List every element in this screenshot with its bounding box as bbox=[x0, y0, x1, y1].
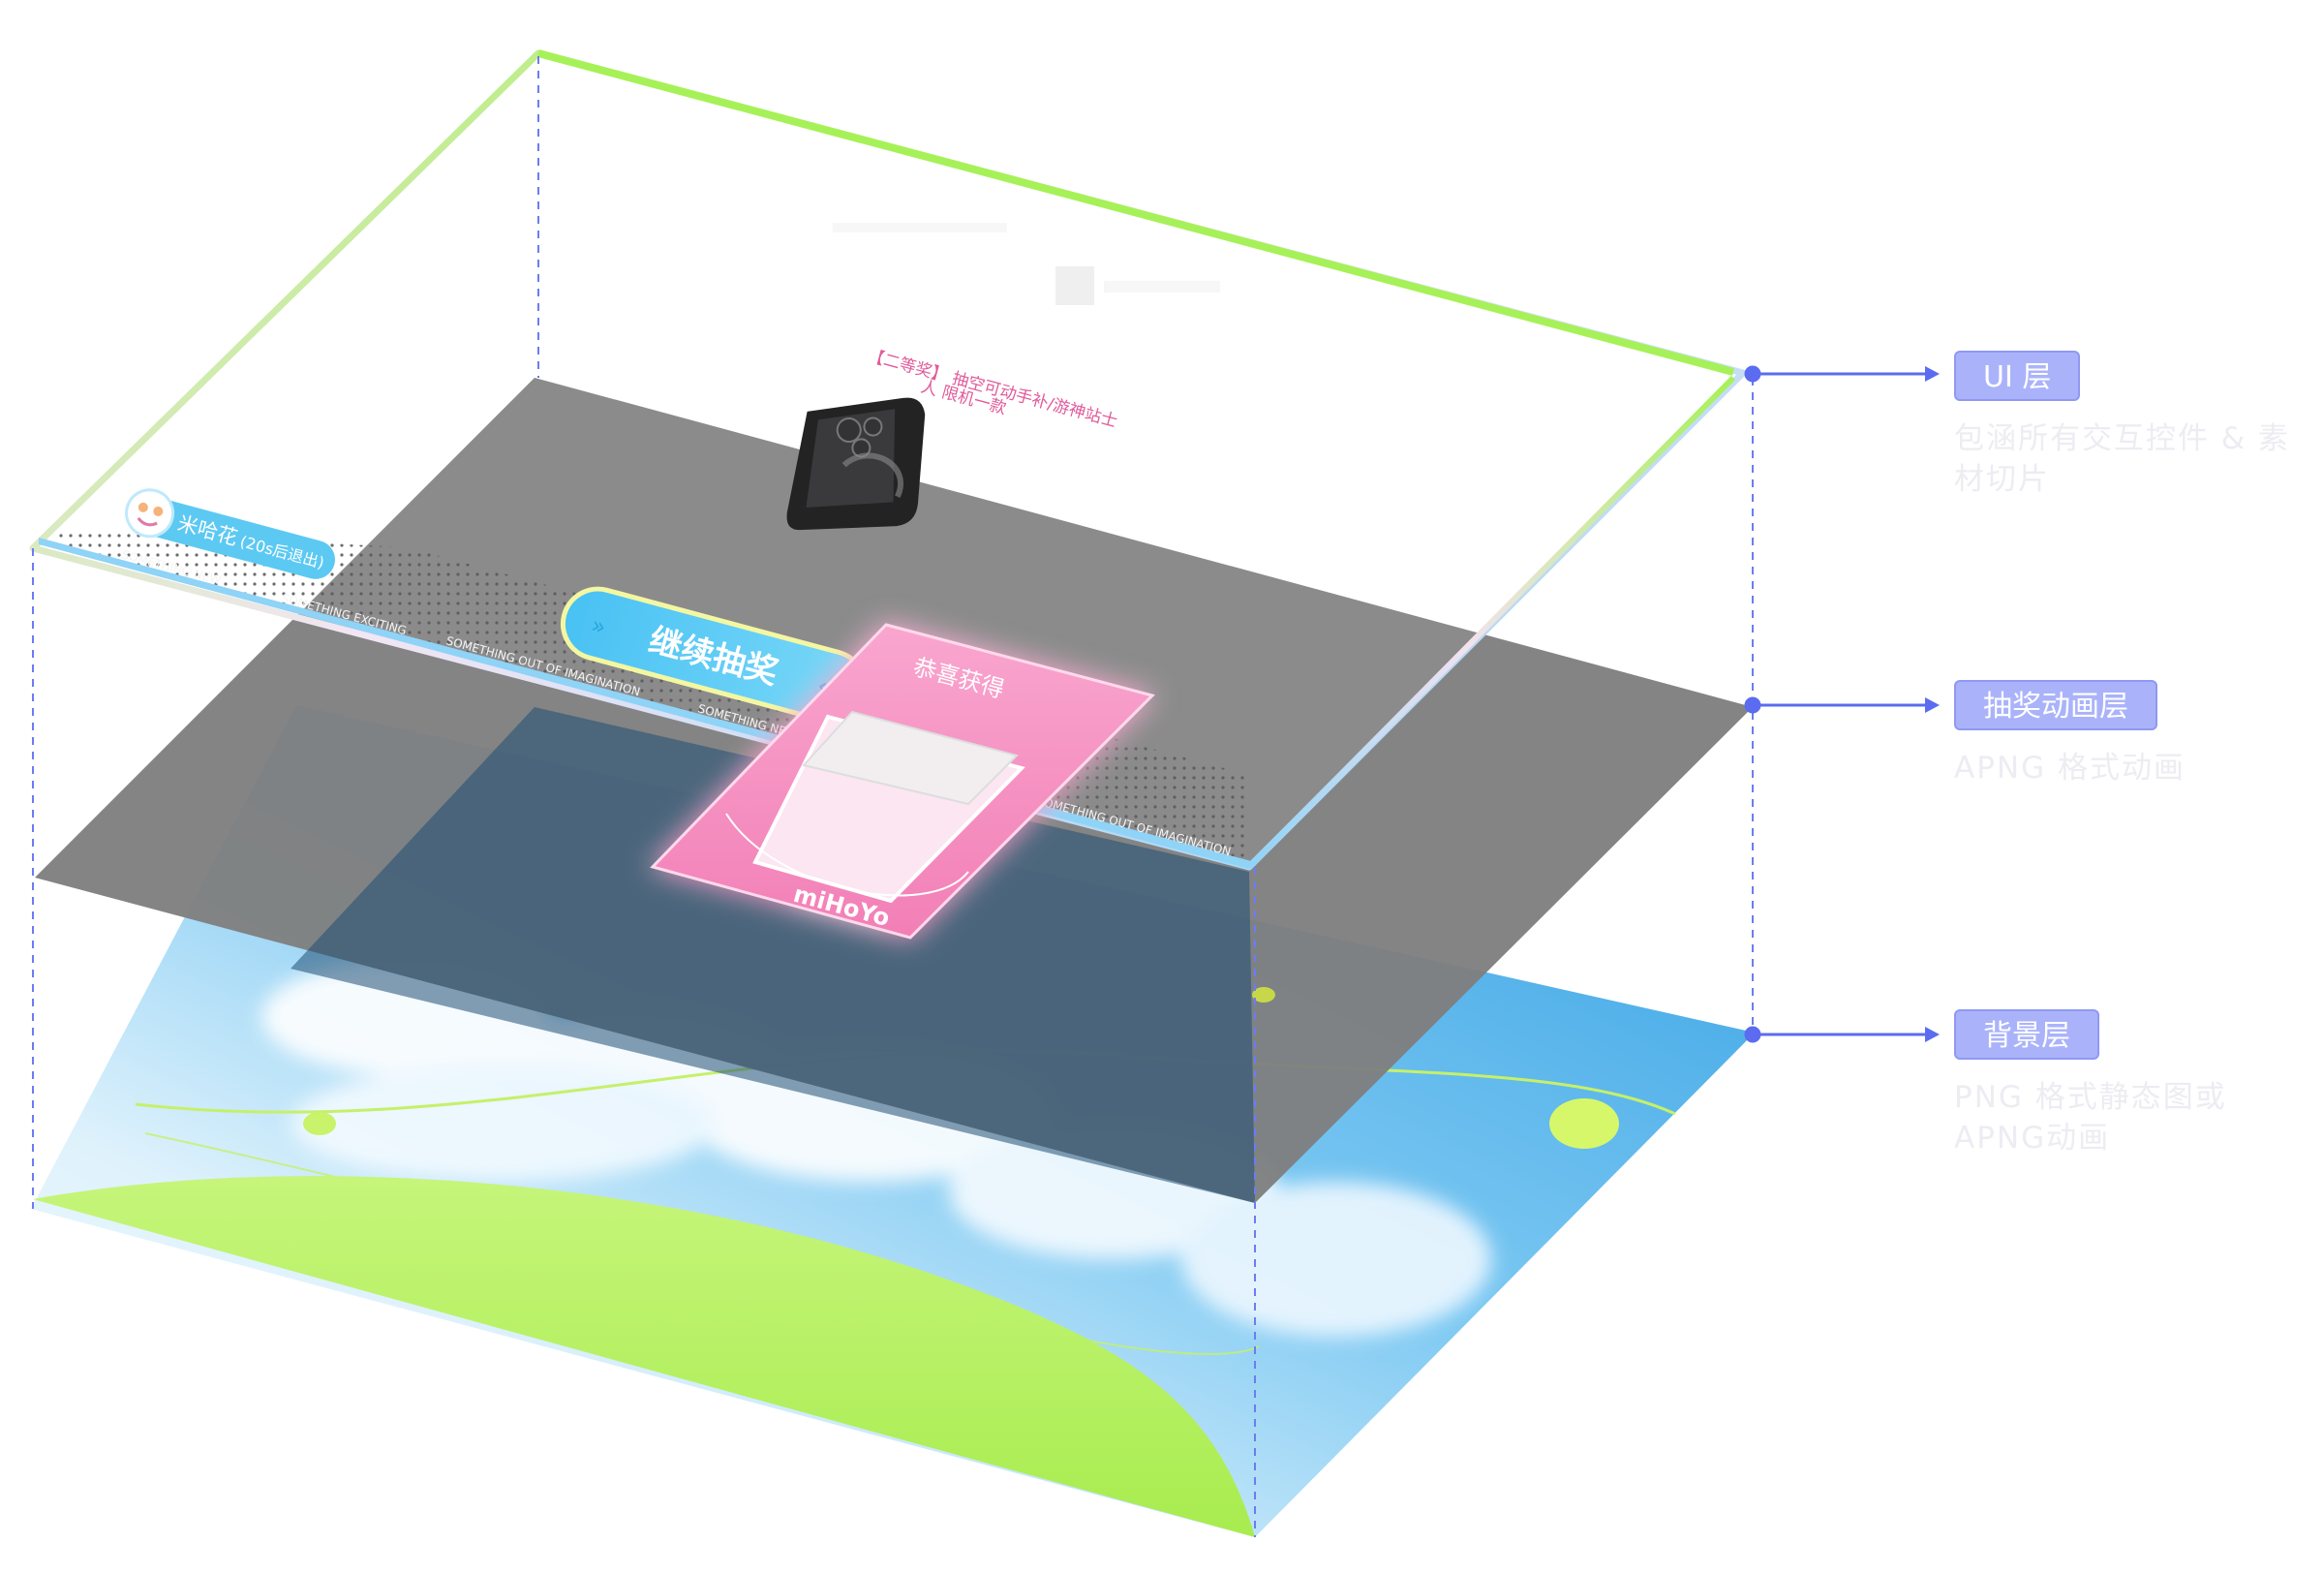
user-badge: 米哈花 (20s后退出) bbox=[125, 488, 335, 579]
layer-desc-background: PNG 格式静态图或APNG动画 bbox=[1954, 1080, 2227, 1156]
ui-layer: 【二等奖】 抽空可动手补/游神站士 人 限机一款 SOMETHING NEW S… bbox=[29, 49, 1747, 940]
arrow-right-icon bbox=[1925, 1027, 1940, 1042]
chevron-right-icon: » bbox=[589, 611, 609, 641]
ui-faint-header bbox=[833, 223, 1220, 305]
arrow-right-icon bbox=[1925, 366, 1940, 382]
ui-frame-top-edge bbox=[536, 49, 1735, 376]
prize-card: 恭喜获得 miHoYo bbox=[650, 623, 1155, 940]
layer-desc-ui: 包涵所有交互控件 & 素材切片 bbox=[1954, 421, 2290, 497]
background-orb-left bbox=[303, 1112, 336, 1135]
arrow-right-icon bbox=[1925, 697, 1940, 713]
background-orb-right bbox=[1549, 1098, 1619, 1149]
background-hill-base bbox=[33, 1199, 1255, 1537]
layer-desc-animation: APNG 格式动画 bbox=[1954, 751, 2186, 786]
continue-draw-button[interactable]: 继续抽奖 » « bbox=[555, 581, 872, 728]
user-badge-close-icon[interactable]: × bbox=[323, 551, 335, 567]
avatar bbox=[125, 488, 175, 539]
connectors bbox=[1744, 365, 1940, 1043]
background-hill bbox=[33, 1176, 1255, 1537]
layer-label-background: 背景层 bbox=[1954, 1009, 2099, 1060]
layer-label-ui: UI 层 bbox=[1954, 351, 2081, 401]
prize-card-ring bbox=[725, 813, 969, 897]
phone-prize-image bbox=[786, 397, 926, 531]
ui-frame-right-edge bbox=[1246, 375, 1736, 870]
layer-label-animation: 抽奖动画层 bbox=[1954, 680, 2157, 730]
animation-orb bbox=[1252, 987, 1275, 1003]
prize-card-item-slot bbox=[802, 710, 1019, 806]
